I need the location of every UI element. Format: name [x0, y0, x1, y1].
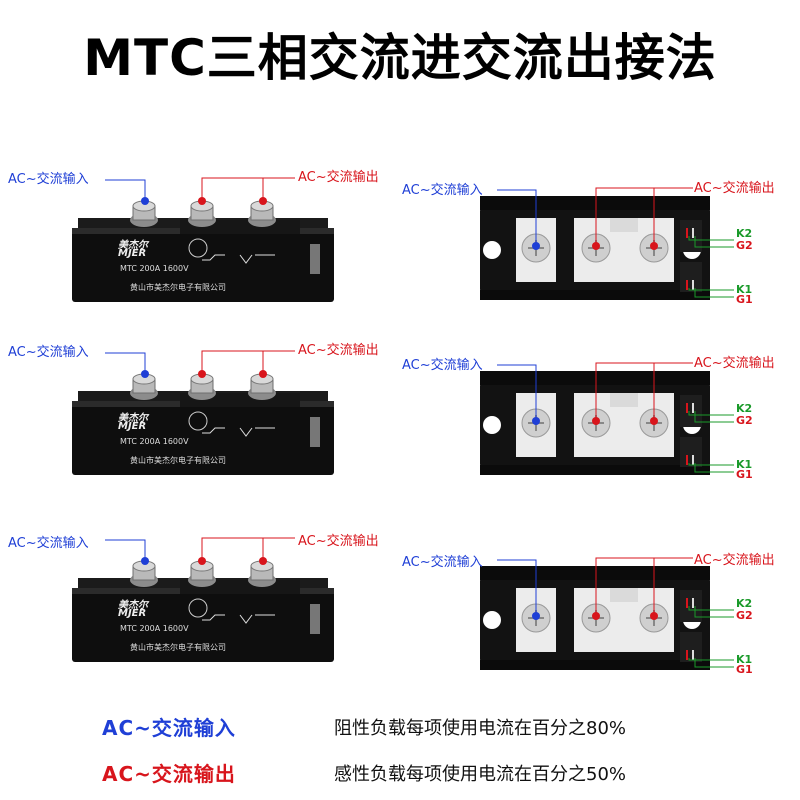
pin-g1: G1	[736, 663, 753, 676]
module-brand-cn: 美杰尔	[118, 413, 148, 424]
pin-k2: K2	[736, 597, 753, 610]
note-resistive-load: 阻性负载每项使用电流在百分之80%	[334, 718, 627, 739]
top-module-3	[479, 557, 735, 671]
legend-ac-input: AC~交流输入	[102, 716, 236, 740]
label-ac-output: AC~交流输出	[298, 534, 379, 549]
module-company: 黄山市美杰尔电子有限公司	[130, 456, 226, 465]
label-ac-output: AC~交流输出	[298, 343, 379, 358]
module-brand-en: MJER	[118, 608, 147, 619]
label-ac-output: AC~交流输出	[694, 356, 775, 371]
module-brand-en: MJER	[118, 421, 147, 432]
top-module-1	[479, 187, 735, 301]
pin-k2: K2	[736, 402, 753, 415]
pin-g1: G1	[736, 468, 753, 481]
module-model: MTC 200A 1600V	[120, 264, 189, 273]
pin-g2: G2	[736, 239, 753, 252]
pin-k1: K1	[736, 653, 753, 666]
page-title: MTC三相交流进交流出接法	[83, 29, 717, 87]
module-company: 黄山市美杰尔电子有限公司	[130, 643, 226, 652]
label-ac-input: AC~交流输入	[8, 536, 89, 551]
top-module-2	[479, 362, 735, 476]
legend-ac-output: AC~交流输出	[102, 762, 236, 786]
module-brand-cn: 美杰尔	[118, 600, 148, 611]
pin-k1: K1	[736, 283, 753, 296]
module-model: MTC 200A 1600V	[120, 624, 189, 633]
label-ac-input: AC~交流输入	[402, 358, 483, 373]
label-ac-output: AC~交流输出	[694, 181, 775, 196]
label-ac-output: AC~交流输出	[694, 553, 775, 568]
module-brand-en: MJER	[118, 248, 147, 259]
label-ac-input: AC~交流输入	[402, 555, 483, 570]
pin-k2: K2	[736, 227, 753, 240]
label-ac-input: AC~交流输入	[8, 172, 89, 187]
pin-g2: G2	[736, 414, 753, 427]
module-model: MTC 200A 1600V	[120, 437, 189, 446]
pin-g1: G1	[736, 293, 753, 306]
module-company: 黄山市美杰尔电子有限公司	[130, 283, 226, 292]
label-ac-input: AC~交流输入	[8, 345, 89, 360]
label-ac-input: AC~交流输入	[402, 183, 483, 198]
pin-k1: K1	[736, 458, 753, 471]
pin-g2: G2	[736, 609, 753, 622]
label-ac-output: AC~交流输出	[298, 170, 379, 185]
note-inductive-load: 感性负载每项使用电流在百分之50%	[334, 764, 627, 785]
module-brand-cn: 美杰尔	[118, 240, 148, 251]
